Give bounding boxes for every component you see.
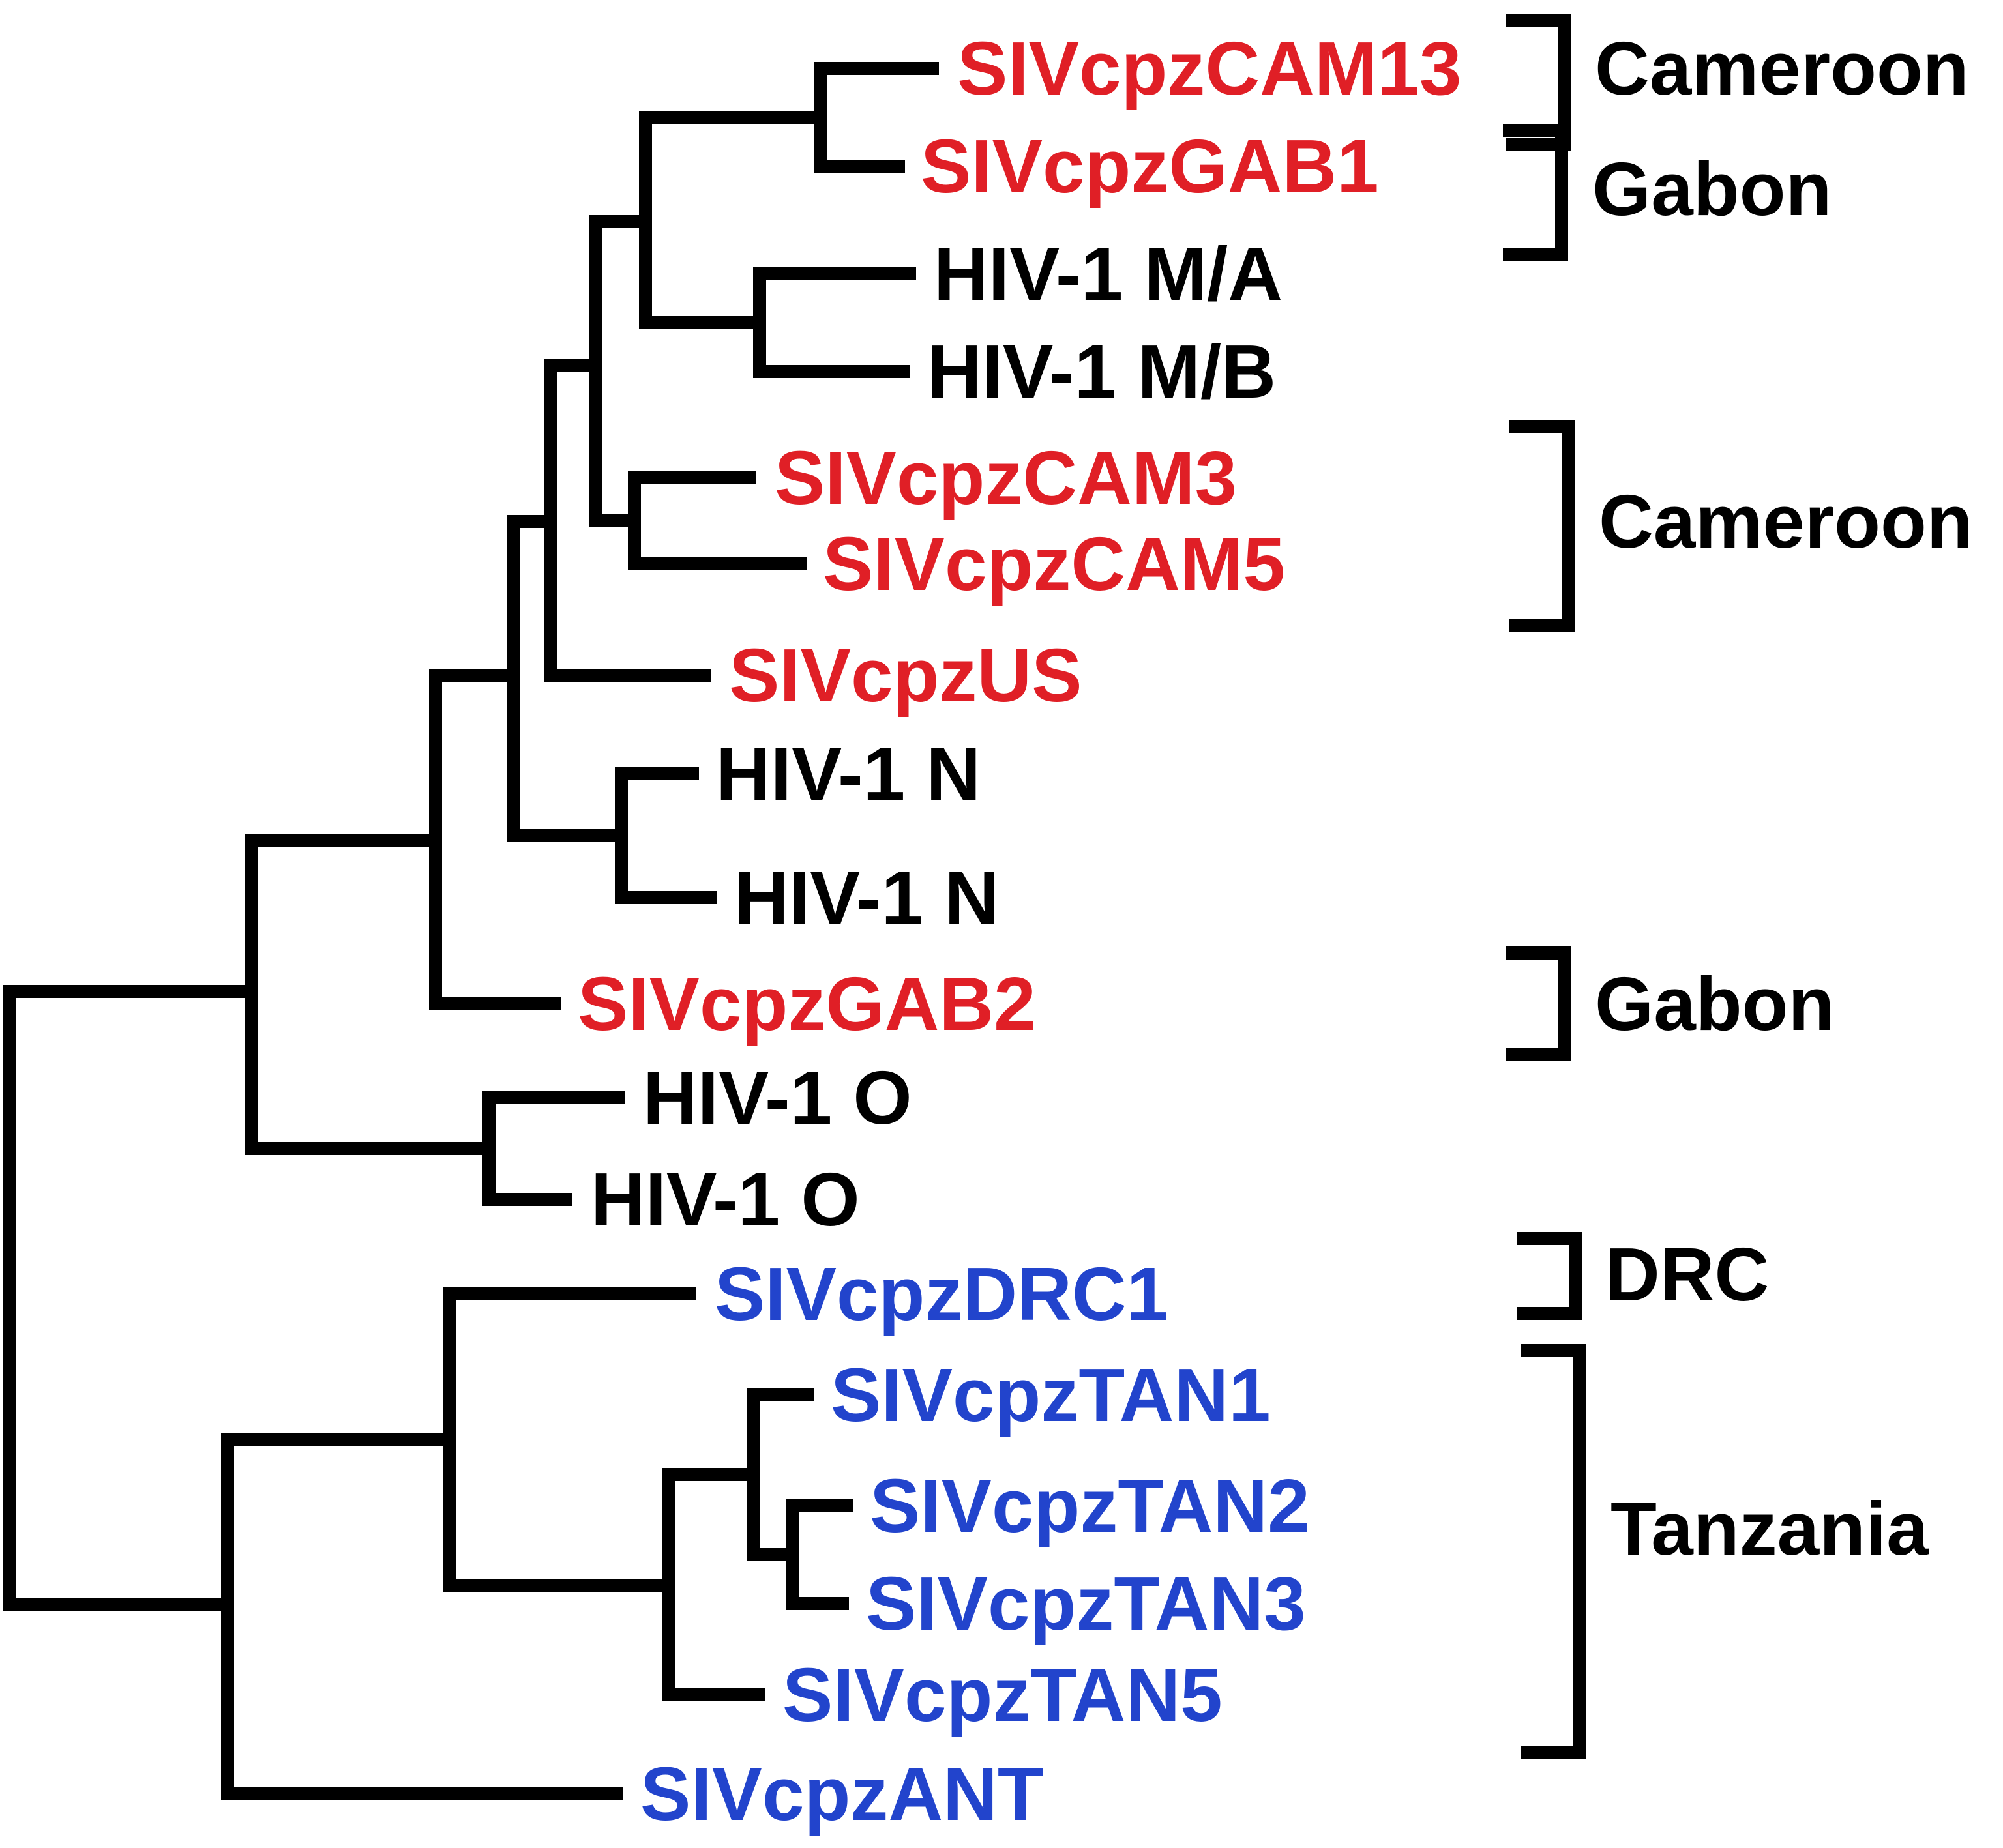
taxon-label-HIV-1-O: HIV-1 O bbox=[591, 1157, 860, 1242]
taxon-label-SIVcpzGAB2: SIVcpzGAB2 bbox=[578, 961, 1036, 1046]
taxon-label-SIVcpzUS: SIVcpzUS bbox=[729, 633, 1082, 718]
taxon-label-SIVcpzGAB1: SIVcpzGAB1 bbox=[921, 124, 1379, 209]
taxon-label-SIVcpzDRC1: SIVcpzDRC1 bbox=[715, 1252, 1168, 1336]
taxon-label-SIVcpzCAM5: SIVcpzCAM5 bbox=[823, 521, 1285, 606]
taxon-label-SIVcpzTAN3: SIVcpzTAN3 bbox=[866, 1561, 1306, 1646]
region-bracket-gabon: Gabon bbox=[1503, 124, 1832, 261]
region-label-cameroon: Cameroon bbox=[1595, 26, 1969, 111]
taxon-label-HIV-1-O: HIV-1 O bbox=[643, 1055, 912, 1140]
taxon-label-SIVcpzTAN1: SIVcpzTAN1 bbox=[831, 1353, 1271, 1437]
region-bracket-gabon: Gabon bbox=[1506, 946, 1834, 1061]
region-bracket-cameroon: Cameroon bbox=[1506, 14, 1969, 151]
region-label-tanzania: Tanzania bbox=[1610, 1486, 1929, 1571]
taxon-label-HIV-1-N: HIV-1 N bbox=[716, 731, 981, 816]
region-label-cameroon: Cameroon bbox=[1599, 479, 1973, 564]
taxon-label-HIV-1-N: HIV-1 N bbox=[734, 855, 999, 940]
taxon-label-SIVcpzTAN2: SIVcpzTAN2 bbox=[870, 1463, 1310, 1548]
taxon-label-HIV-1-M-A: HIV-1 M/A bbox=[934, 231, 1283, 316]
region-label-drc: DRC bbox=[1605, 1232, 1769, 1317]
taxon-label-SIVcpzCAM13: SIVcpzCAM13 bbox=[957, 26, 1462, 111]
taxon-label-SIVcpzTAN5: SIVcpzTAN5 bbox=[782, 1652, 1223, 1737]
taxon-label-SIVcpzANT: SIVcpzANT bbox=[640, 1752, 1044, 1836]
region-bracket-cameroon: Cameroon bbox=[1509, 420, 1973, 632]
region-label-gabon: Gabon bbox=[1595, 961, 1834, 1046]
region-bracket-tanzania: Tanzania bbox=[1521, 1344, 1929, 1759]
region-label-gabon: Gabon bbox=[1592, 147, 1832, 231]
tree-branches bbox=[3, 62, 827, 1800]
taxon-label-SIVcpzCAM3: SIVcpzCAM3 bbox=[775, 435, 1237, 520]
taxon-label-HIV-1-M-B: HIV-1 M/B bbox=[927, 329, 1276, 414]
region-bracket-drc: DRC bbox=[1517, 1232, 1769, 1320]
